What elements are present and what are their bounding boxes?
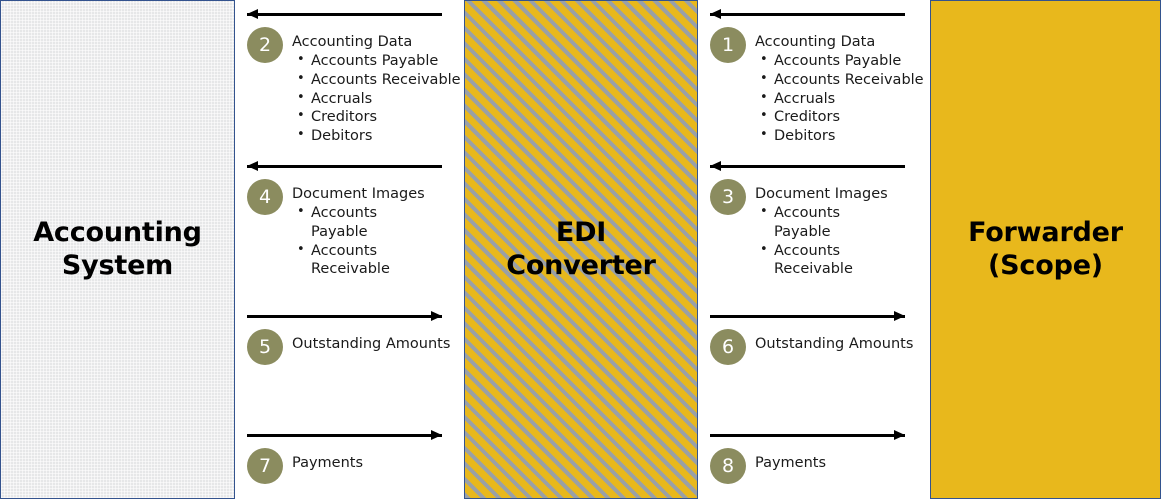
step-badge-8: 8 bbox=[710, 448, 746, 484]
flow-list-item: Accounts Payable bbox=[292, 204, 463, 242]
entity-box-forwarder-scope: Forwarder (Scope) bbox=[930, 0, 1161, 499]
step-badge-6: 6 bbox=[710, 329, 746, 365]
flow-text: Document ImagesAccounts PayableAccounts … bbox=[292, 179, 463, 279]
step-badge-3: 3 bbox=[710, 179, 746, 215]
flow-item-list: Accounts PayableAccounts ReceivableAccru… bbox=[755, 52, 926, 146]
flow-text: Payments bbox=[292, 448, 463, 473]
flow-text: Payments bbox=[755, 448, 926, 473]
flow-title: Accounting Data bbox=[292, 34, 413, 50]
arrow-shaft bbox=[247, 434, 442, 437]
flow-body: 7 Payments bbox=[243, 448, 463, 484]
flow-list-item: Accounts Payable bbox=[292, 52, 463, 71]
flow-list-item: Accounts Receivable bbox=[755, 71, 926, 90]
entity-box-accounting-system: Accounting System bbox=[0, 0, 235, 499]
entity-label-forwarder-scope: Forwarder (Scope) bbox=[968, 216, 1123, 281]
flow-list-item: Accruals bbox=[292, 90, 463, 109]
flow-text: Outstanding Amounts bbox=[755, 329, 926, 354]
arrow-forwarder-to-edi-images-icon bbox=[710, 161, 905, 171]
flow-text: Accounting DataAccounts PayableAccounts … bbox=[755, 27, 926, 146]
flow-list-item: Accruals bbox=[755, 90, 926, 109]
flow-item-list: Accounts PayableAccounts ReceivableAccru… bbox=[292, 52, 463, 146]
arrow-shaft bbox=[710, 315, 905, 318]
arrow-edi-to-accounting-images-icon bbox=[247, 161, 442, 171]
flow-title: Accounting Data bbox=[755, 34, 876, 50]
flow-list-item: Creditors bbox=[755, 108, 926, 127]
flow-list-item: Accounts Receivable bbox=[292, 242, 463, 280]
flow-list-item: Creditors bbox=[292, 108, 463, 127]
arrow-shaft bbox=[247, 165, 442, 168]
flow-title: Outstanding Amounts bbox=[755, 336, 914, 352]
flow-row: 7 Payments bbox=[243, 430, 463, 484]
arrow-forwarder-to-edi-data-icon bbox=[710, 9, 905, 19]
arrow-shaft bbox=[247, 315, 442, 318]
arrow-edi-to-accounting-data-icon bbox=[247, 9, 442, 19]
arrow-edi-to-forwarder-payments-icon bbox=[710, 430, 905, 440]
step-badge-5: 5 bbox=[247, 329, 283, 365]
flow-row: 6 Outstanding Amounts bbox=[706, 311, 926, 365]
entity-label-edi-converter: EDI Converter bbox=[506, 216, 656, 281]
flow-row: 5 Outstanding Amounts bbox=[243, 311, 463, 365]
arrow-head bbox=[710, 161, 721, 171]
flow-text: Accounting DataAccounts PayableAccounts … bbox=[292, 27, 463, 146]
flow-list-item: Debitors bbox=[292, 127, 463, 146]
arrow-head bbox=[431, 430, 442, 440]
flow-list-item: Debitors bbox=[755, 127, 926, 146]
arrow-head bbox=[710, 9, 721, 19]
flow-title: Document Images bbox=[755, 186, 888, 202]
entity-box-edi-converter: EDI Converter bbox=[464, 0, 698, 499]
flow-item-list: Accounts PayableAccounts Receivable bbox=[755, 204, 926, 279]
flow-title: Payments bbox=[292, 455, 364, 471]
flow-list-item: Accounts Payable bbox=[755, 204, 926, 242]
flow-list-item: Accounts Receivable bbox=[755, 242, 926, 280]
flow-body: 5 Outstanding Amounts bbox=[243, 329, 463, 365]
step-badge-7: 7 bbox=[247, 448, 283, 484]
flow-text: Outstanding Amounts bbox=[292, 329, 463, 354]
flow-title: Document Images bbox=[292, 186, 425, 202]
entity-label-accounting-system: Accounting System bbox=[33, 216, 202, 281]
step-badge-4: 4 bbox=[247, 179, 283, 215]
arrow-shaft bbox=[247, 13, 442, 16]
arrow-edi-to-forwarder-amounts-icon bbox=[710, 311, 905, 321]
arrow-shaft bbox=[710, 165, 905, 168]
arrow-head bbox=[894, 311, 905, 321]
flow-body: 6 Outstanding Amounts bbox=[706, 329, 926, 365]
step-badge-2: 2 bbox=[247, 27, 283, 63]
flow-text: Document ImagesAccounts PayableAccounts … bbox=[755, 179, 926, 279]
arrow-head bbox=[247, 161, 258, 171]
arrow-shaft bbox=[710, 434, 905, 437]
flow-row: 8 Payments bbox=[706, 430, 926, 484]
arrow-head bbox=[247, 9, 258, 19]
flow-title: Payments bbox=[755, 455, 827, 471]
flow-title: Outstanding Amounts bbox=[292, 336, 451, 352]
flow-list-item: Accounts Receivable bbox=[292, 71, 463, 90]
arrow-head bbox=[431, 311, 442, 321]
flow-body: 8 Payments bbox=[706, 448, 926, 484]
flow-list-item: Accounts Payable bbox=[755, 52, 926, 71]
arrow-head bbox=[894, 430, 905, 440]
flow-item-list: Accounts PayableAccounts Receivable bbox=[292, 204, 463, 279]
arrow-shaft bbox=[710, 13, 905, 16]
step-badge-1: 1 bbox=[710, 27, 746, 63]
arrow-accounting-to-edi-amounts-icon bbox=[247, 311, 442, 321]
arrow-accounting-to-edi-payments-icon bbox=[247, 430, 442, 440]
